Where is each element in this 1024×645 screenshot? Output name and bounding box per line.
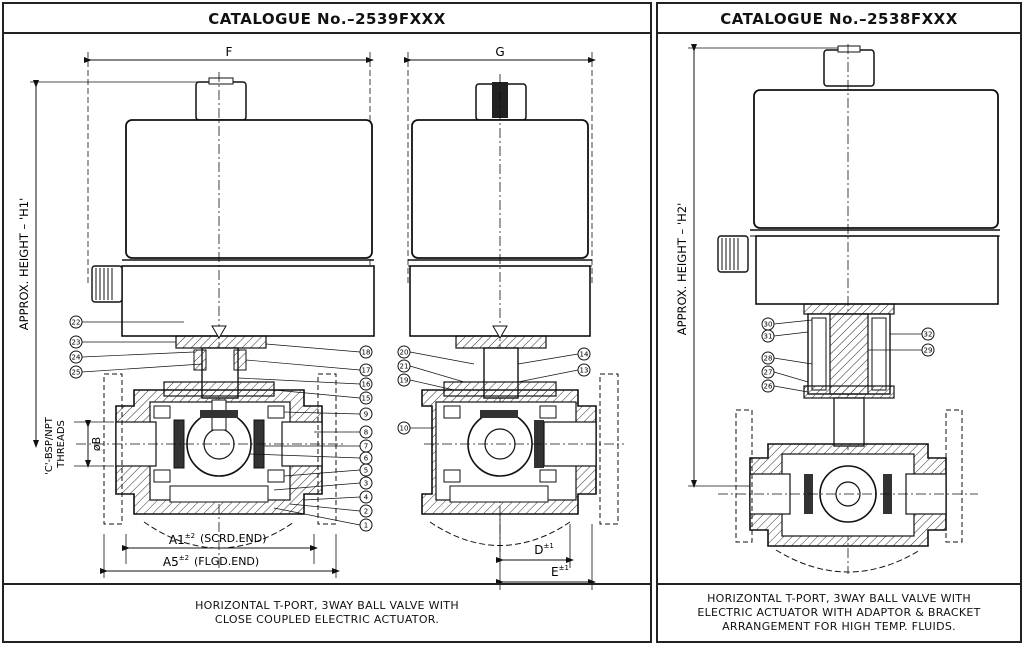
- right-caption-line-1: HORIZONTAL T-PORT, 3WAY BALL VALVE WITH: [707, 592, 971, 605]
- balloon: 16: [362, 381, 371, 389]
- right-balloons: 30 31 28 27 26 32 29: [761, 317, 935, 393]
- left-panel-title: CATALOGUE No.–2539FXXX: [4, 4, 650, 34]
- balloon: 29: [924, 347, 933, 355]
- left-technical-drawing: F: [17, 45, 624, 590]
- balloon: 15: [362, 395, 371, 403]
- balloon: 7: [364, 443, 368, 451]
- dim-a1-tolerance: ±2: [185, 532, 195, 540]
- balloon: 2: [364, 508, 368, 516]
- balloon: 19: [400, 377, 409, 385]
- dim-a5-tolerance: ±2: [179, 554, 189, 562]
- balloon: 26: [764, 383, 773, 391]
- right-caption-line-3: ARRANGEMENT FOR HIGH TEMP. FLUIDS.: [722, 620, 956, 633]
- left-panel: CATALOGUE No.–2539FXXX F: [2, 2, 652, 643]
- svg-text:A1±2: A1±2: [169, 532, 195, 547]
- balloon: 21: [400, 363, 409, 371]
- balloon: 9: [364, 411, 368, 419]
- balloon: 14: [580, 351, 589, 359]
- dim-d-label: D: [534, 543, 543, 557]
- balloon: 23: [72, 339, 81, 347]
- side-balloons: 20 21 19 10 14 13: [397, 345, 591, 435]
- dim-a5-note: (FLGD.END): [194, 555, 259, 568]
- balloon: 24: [72, 354, 81, 362]
- side-view: G: [397, 45, 624, 590]
- balloon: 1: [364, 522, 368, 530]
- dim-e-tolerance: ±1: [559, 564, 569, 572]
- right-panel-caption: HORIZONTAL T-PORT, 3WAY BALL VALVE WITH …: [658, 583, 1020, 641]
- balloon: 18: [362, 349, 371, 357]
- svg-text:A5±2: A5±2: [163, 554, 189, 569]
- front-view: F: [17, 45, 375, 578]
- dim-a1-label: A1: [169, 533, 185, 547]
- right-technical-drawing: APPROX. HEIGHT – 'H2': [675, 44, 1000, 574]
- dim-d-tolerance: ±1: [543, 542, 553, 550]
- left-caption-line-1: HORIZONTAL T-PORT, 3WAY BALL VALVE WITH: [195, 599, 459, 612]
- dim-f-label: F: [226, 45, 233, 59]
- balloon: 17: [362, 367, 371, 375]
- right-caption-line-2: ELECTRIC ACTUATOR WITH ADAPTOR & BRACKET: [697, 606, 981, 619]
- balloon: 30: [764, 321, 773, 329]
- right-panel-title: CATALOGUE No.–2538FXXX: [658, 4, 1020, 34]
- dim-e-label: E: [551, 565, 559, 579]
- balloon: 6: [364, 455, 369, 463]
- right-panel: CATALOGUE No.–2538FXXX APPROX. HEIGHT – …: [656, 2, 1022, 643]
- balloon: 27: [764, 369, 773, 377]
- balloon: 32: [924, 331, 933, 339]
- dim-a5-label: A5: [163, 555, 179, 569]
- balloon: 20: [400, 349, 409, 357]
- balloon: 31: [764, 333, 773, 341]
- left-panel-caption: HORIZONTAL T-PORT, 3WAY BALL VALVE WITH …: [4, 583, 650, 641]
- balloon: 10: [400, 425, 409, 433]
- svg-text:E±1: E±1: [551, 564, 569, 579]
- thread-label-line2: THREADS: [56, 420, 67, 469]
- balloon: 22: [72, 319, 81, 327]
- balloon: 25: [72, 369, 81, 377]
- balloon: 28: [764, 355, 773, 363]
- height-h2-label: APPROX. HEIGHT – 'H2': [675, 203, 689, 335]
- dim-b-label: øB: [90, 437, 103, 451]
- balloon: 4: [364, 494, 369, 502]
- left-balloons: 22 23 24 25: [69, 315, 203, 379]
- height-h1-label: APPROX. HEIGHT – 'H1': [17, 198, 31, 330]
- balloon: 3: [364, 480, 368, 488]
- balloon: 13: [580, 367, 589, 375]
- svg-text:D±1: D±1: [534, 542, 554, 557]
- balloon: 5: [364, 467, 368, 475]
- balloon: 8: [364, 429, 368, 437]
- dim-g-label: G: [495, 45, 504, 59]
- thread-label-line1: 'C'-BSP/NPT: [44, 416, 55, 475]
- left-caption-line-2: CLOSE COUPLED ELECTRIC ACTUATOR.: [214, 613, 440, 626]
- dim-a1-note: (SCRD.END): [200, 532, 267, 545]
- right-balloons: 18 17 16 15 9 8 7 6 5 3 4 2 1: [237, 343, 373, 532]
